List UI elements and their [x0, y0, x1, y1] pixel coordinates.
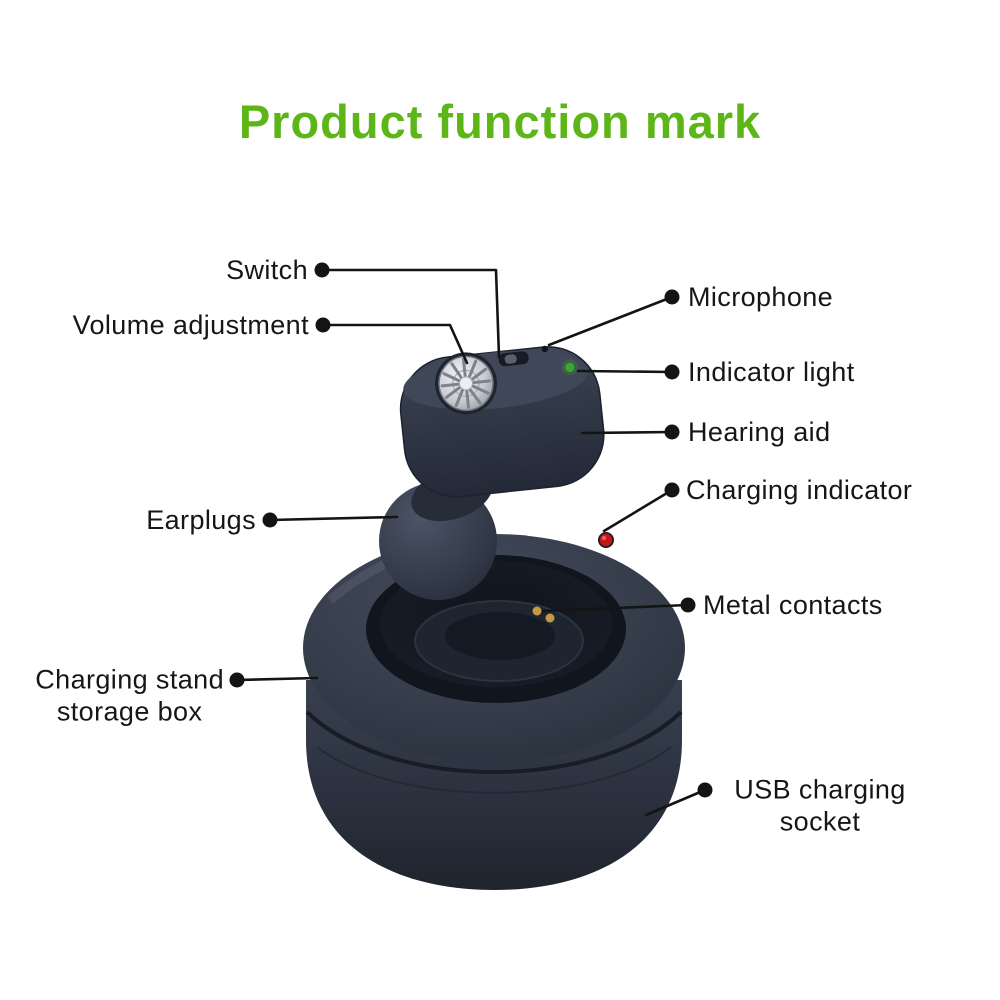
indicator-led [561, 359, 578, 376]
label-usb-charging-socket: USB charging socket [734, 774, 906, 837]
callout-earplugs [262, 512, 399, 528]
label-volume-adjustment: Volume adjustment [72, 309, 309, 340]
callout-metal-contacts [541, 597, 696, 613]
label-earplugs: Earplugs [146, 504, 256, 535]
label-charging-stand-storage-box: Charging stand storage box [35, 664, 224, 727]
metal-contact-pins [532, 606, 555, 623]
callout-usb-socket [644, 782, 713, 817]
label-charging-indicator: Charging indicator [686, 474, 913, 505]
callout-switch [314, 262, 501, 359]
callout-volume-adjustment [315, 317, 469, 365]
base-seam [305, 710, 683, 774]
charging-base [303, 532, 685, 890]
callout-hearing-aid [580, 424, 680, 440]
base-seam-2 [316, 746, 672, 794]
label-metal-contacts: Metal contacts [703, 589, 883, 620]
label-microphone: Microphone [688, 281, 834, 312]
callout-microphone [547, 289, 680, 347]
bowl-slot [445, 612, 555, 660]
microphone-hole [541, 345, 549, 353]
hearing-aid-device [379, 345, 605, 600]
label-indicator-light: Indicator light [688, 356, 855, 387]
callout-charging-indicator [602, 482, 680, 533]
power-switch [498, 351, 529, 367]
label-switch: Switch [226, 254, 308, 285]
charging-indicator-led [598, 532, 614, 548]
callout-indicator-light [576, 364, 680, 380]
dial-facets [440, 357, 492, 409]
callouts [229, 262, 713, 817]
label-hearing-aid: Hearing aid [688, 416, 831, 447]
callout-charging-stand [229, 672, 319, 688]
page-title: Product function mark [238, 95, 762, 148]
